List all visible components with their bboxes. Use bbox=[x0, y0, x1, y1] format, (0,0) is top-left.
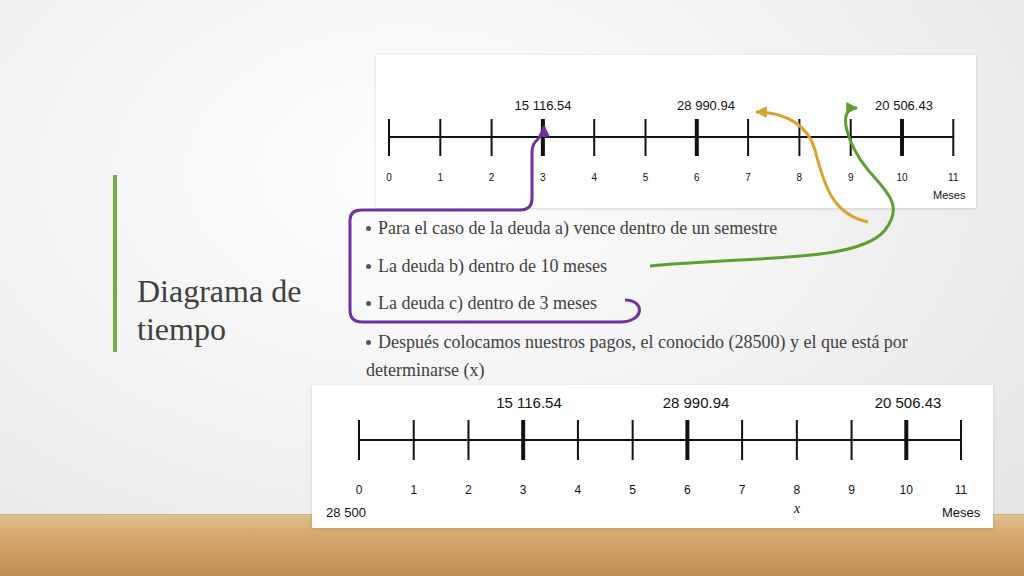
axis-line bbox=[359, 439, 961, 441]
tick bbox=[413, 420, 415, 460]
month-number: 5 bbox=[629, 484, 636, 498]
month-number: 9 bbox=[848, 172, 854, 184]
month-number: 11 bbox=[948, 172, 958, 184]
month-number: 0 bbox=[356, 484, 363, 498]
tick bbox=[741, 420, 743, 460]
month-number: 8 bbox=[797, 172, 803, 184]
axis-line bbox=[389, 136, 953, 138]
bullet-dot bbox=[366, 340, 371, 345]
tick bbox=[467, 420, 469, 460]
green-arrow bbox=[650, 108, 893, 266]
tick bbox=[358, 420, 360, 460]
amount-label: 28 990.94 bbox=[663, 394, 730, 411]
bullet-text: La deuda b) dentro de 10 meses bbox=[378, 254, 607, 278]
month-number: 10 bbox=[900, 484, 913, 498]
month-number: 3 bbox=[520, 484, 527, 498]
amount-label: 20 506.43 bbox=[875, 99, 933, 114]
bold-tick bbox=[521, 420, 525, 460]
tick bbox=[491, 119, 493, 156]
month-number: 4 bbox=[575, 484, 582, 498]
amount-label: 20 506.43 bbox=[875, 394, 942, 411]
bold-tick bbox=[541, 119, 545, 156]
month-number: 4 bbox=[591, 172, 597, 184]
axis-unit: Meses bbox=[942, 506, 980, 521]
bold-tick bbox=[900, 119, 904, 156]
axis-unit: Meses bbox=[933, 189, 965, 202]
amount-label: 15 116.54 bbox=[515, 99, 572, 114]
yellow-arrow bbox=[756, 112, 868, 222]
month-number: 0 bbox=[386, 172, 392, 184]
tick bbox=[577, 420, 579, 460]
tick bbox=[796, 420, 798, 460]
bullet-dot bbox=[366, 226, 371, 231]
bold-tick bbox=[685, 420, 689, 460]
month-number: 9 bbox=[848, 484, 855, 498]
tick bbox=[747, 119, 749, 156]
month-number: 2 bbox=[489, 172, 495, 184]
tick bbox=[851, 420, 853, 460]
month-number: 2 bbox=[465, 484, 472, 498]
month-number: 6 bbox=[694, 172, 700, 184]
tick bbox=[632, 420, 634, 460]
unknown-payment: x bbox=[794, 501, 800, 517]
tick bbox=[960, 420, 962, 460]
timeline-panel bbox=[376, 55, 976, 208]
bullet-dot bbox=[366, 301, 371, 306]
bullet-text: La deuda c) dentro de 3 meses bbox=[378, 291, 597, 315]
month-number: 5 bbox=[643, 172, 649, 184]
slide-title: Diagrama de tiempo bbox=[137, 272, 352, 348]
month-number: 3 bbox=[540, 172, 546, 184]
bullet-text: Después colocamos nuestros pagos, el con… bbox=[366, 328, 936, 384]
tick bbox=[952, 119, 954, 156]
month-number: 1 bbox=[438, 172, 444, 184]
amount-label: 28 990.94 bbox=[677, 99, 735, 114]
payment-label: 28 500 bbox=[326, 506, 366, 521]
bold-tick bbox=[695, 119, 699, 156]
amount-label: 15 116.54 bbox=[496, 394, 562, 411]
month-number: 1 bbox=[410, 484, 417, 498]
month-number: 7 bbox=[739, 484, 746, 498]
bullet-dot bbox=[366, 264, 371, 269]
month-number: 11 bbox=[955, 484, 967, 498]
tick bbox=[645, 119, 647, 156]
bold-tick bbox=[904, 420, 908, 460]
month-number: 8 bbox=[793, 484, 800, 498]
month-number: 10 bbox=[896, 172, 907, 184]
tick bbox=[593, 119, 595, 156]
accent-bar bbox=[113, 175, 117, 352]
month-number: 7 bbox=[745, 172, 751, 184]
tick bbox=[439, 119, 441, 156]
tick bbox=[388, 119, 390, 156]
bullet-text: Para el caso de la deuda a) vence dentro… bbox=[378, 216, 777, 240]
month-number: 6 bbox=[684, 484, 691, 498]
